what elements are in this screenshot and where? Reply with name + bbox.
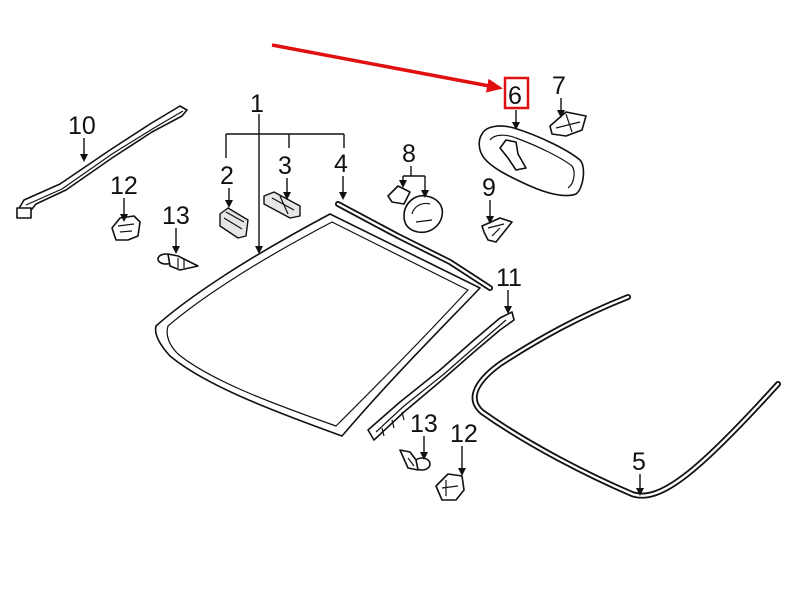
callout-13-lower: 13 [410, 410, 438, 438]
callout-13-upper: 13 [162, 202, 190, 230]
part-4-upper-molding [335, 201, 493, 291]
callout-3: 3 [278, 152, 292, 180]
part-13-screw-upper [157, 253, 199, 271]
part-9-clip [481, 217, 513, 243]
callout-1: 1 [250, 90, 264, 118]
callout-5: 5 [632, 448, 646, 476]
part-8-sensor [387, 185, 444, 234]
callout-12-lower: 12 [450, 420, 478, 448]
part-10-molding [16, 105, 188, 219]
part-11-side-molding [367, 311, 515, 441]
callout-4: 4 [334, 150, 348, 178]
part-12-clip-upper [111, 215, 141, 241]
leader-lines [80, 98, 644, 496]
part-5-weatherstrip [471, 294, 781, 499]
callout-12-upper: 12 [110, 172, 138, 200]
callout-9: 9 [482, 174, 496, 202]
callout-8: 8 [402, 140, 416, 168]
highlight-box [503, 76, 530, 110]
part-3-plate [263, 191, 301, 219]
callout-2: 2 [220, 162, 234, 190]
part-1-windshield [154, 213, 481, 437]
callout-11: 11 [496, 264, 522, 292]
part-12-clip-lower [435, 473, 465, 501]
callout-10: 10 [68, 112, 96, 140]
callout-7: 7 [552, 72, 566, 100]
highlight-arrow [271, 43, 503, 93]
callout-6: 6 [508, 82, 522, 110]
part-7-cover [549, 111, 587, 137]
part-13-screw-lower [399, 449, 431, 471]
part-2-bracket [219, 207, 249, 239]
part-6-mirror [478, 125, 585, 197]
